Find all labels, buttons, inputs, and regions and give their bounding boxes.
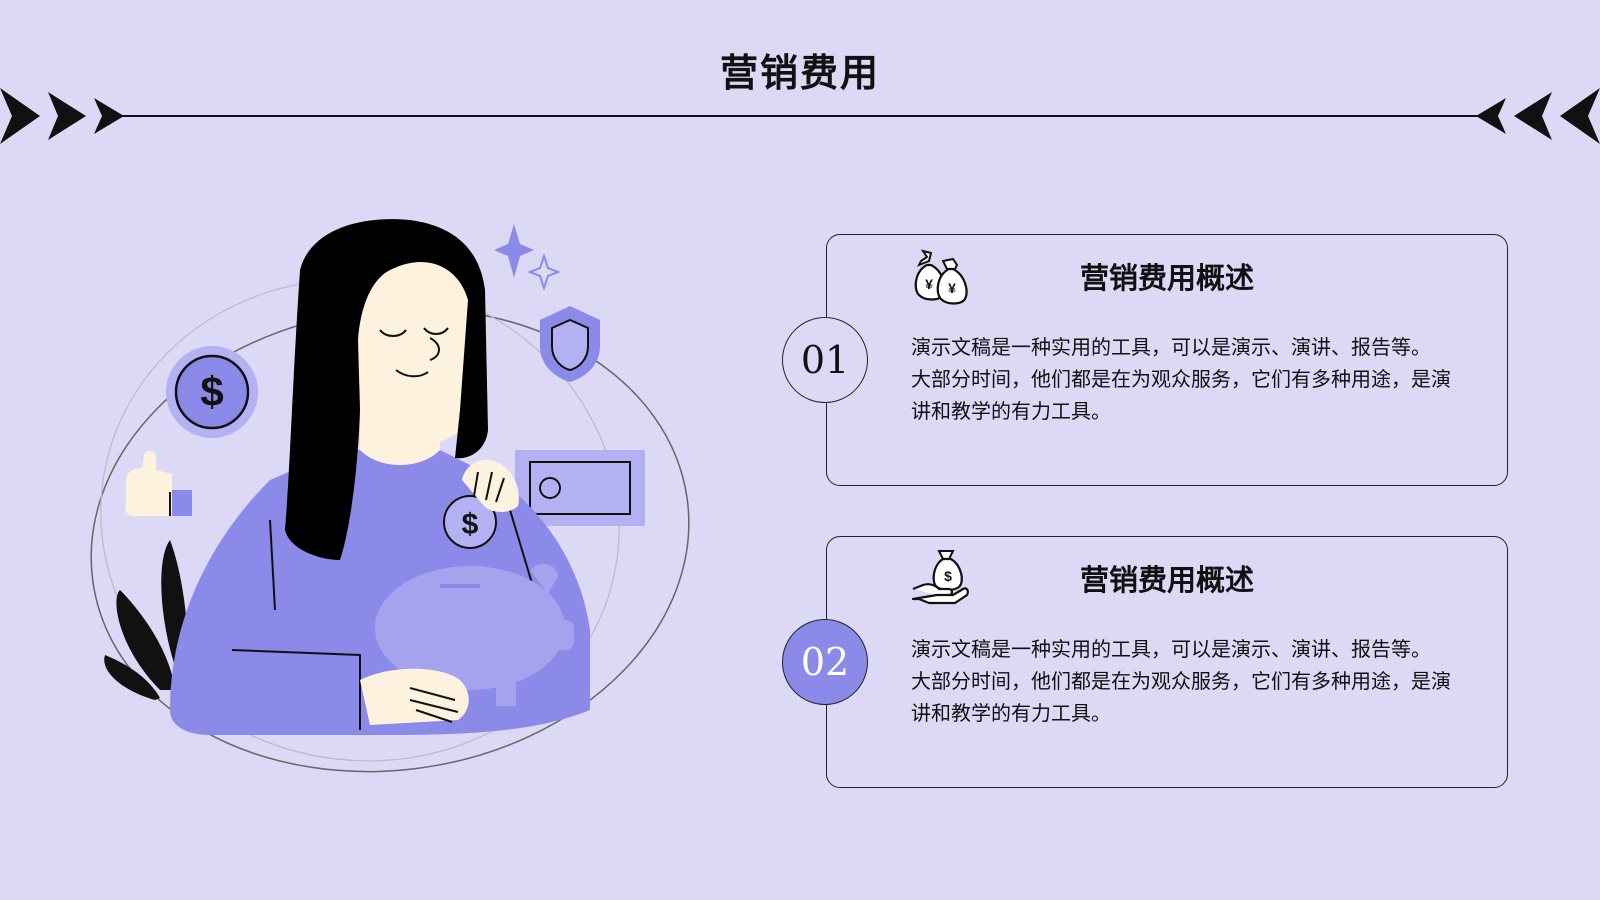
svg-text:$: $ xyxy=(200,368,223,415)
card-paragraph: 大部分时间，他们都是在为观众服务，它们有多种用途，是演讲和教学的有力工具。 xyxy=(911,367,1451,423)
money-bags-icon: ¥ ¥ xyxy=(914,249,968,305)
piggy-bank-icon xyxy=(375,563,574,706)
page-title: 营销费用 xyxy=(719,51,880,95)
dollar-coin-icon: $ xyxy=(166,346,258,438)
banknote-icon xyxy=(515,450,645,526)
card-overview-02: 02 $ 营销费用概述 演示文稿是一种实用的工具，可以是演示、演讲、报告等。 大… xyxy=(782,536,1508,788)
card-paragraph: 演示文稿是一种实用的工具，可以是演示、演讲、报告等。 xyxy=(911,335,1431,359)
arrow-ornament-left xyxy=(0,88,40,144)
shield-icon xyxy=(540,306,600,382)
svg-text:$: $ xyxy=(944,568,952,584)
svg-text:$: $ xyxy=(462,508,479,541)
sparkle-icon xyxy=(494,224,561,292)
title-divider xyxy=(0,88,1600,144)
card-paragraph: 演示文稿是一种实用的工具，可以是演示、演讲、报告等。 xyxy=(911,637,1431,661)
card-heading: 营销费用概述 xyxy=(1079,563,1254,597)
card-heading: 营销费用概述 xyxy=(1079,261,1254,295)
thumbs-up-icon xyxy=(125,450,192,516)
hand-money-bag-icon: $ xyxy=(911,550,969,605)
hand-resting xyxy=(360,668,469,725)
svg-text:¥: ¥ xyxy=(948,280,956,296)
card-body: 演示文稿是一种实用的工具，可以是演示、演讲、报告等。 大部分时间，他们都是在为观… xyxy=(911,633,1451,729)
card-paragraph: 大部分时间，他们都是在为观众服务，它们有多种用途，是演讲和教学的有力工具。 xyxy=(911,669,1451,725)
card-overview-01: 01 ¥ ¥ 营销费用概述 演示文稿是一种实用的工具，可以是演示、演讲、报告等。… xyxy=(782,234,1508,486)
card-body: 演示文稿是一种实用的工具，可以是演示、演讲、报告等。 大部分时间，他们都是在为观… xyxy=(911,331,1451,427)
number-badge: 02 xyxy=(782,619,868,705)
number-badge: 01 xyxy=(782,317,868,403)
coin-in-hand-icon: $ xyxy=(443,459,519,549)
svg-text:¥: ¥ xyxy=(925,276,933,292)
woman-saving-money-illustration: $ $ xyxy=(90,219,690,773)
arrow-ornament-right xyxy=(1560,88,1600,144)
